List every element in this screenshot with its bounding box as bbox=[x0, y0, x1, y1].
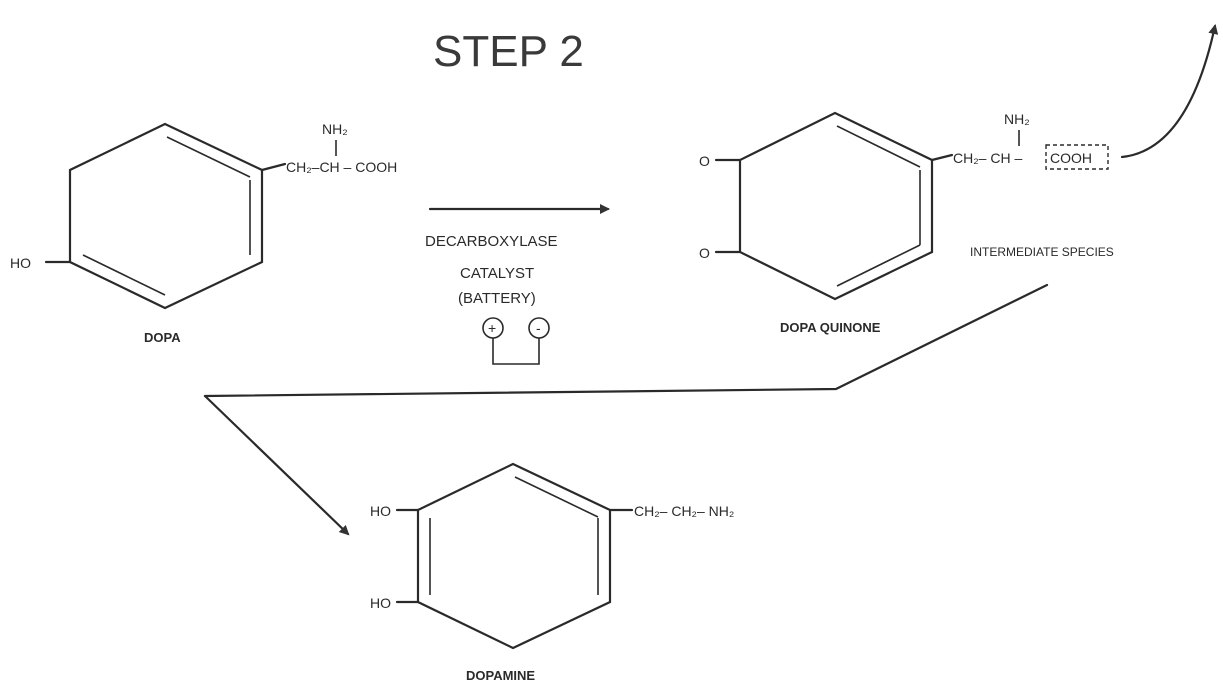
reaction-step: DECARBOXYLASE CATALYST (BATTERY) + - bbox=[425, 204, 610, 365]
dopa-side-bond bbox=[260, 162, 287, 172]
dopamine-inner-bond bbox=[514, 476, 599, 518]
dopa-amine: NH₂ bbox=[322, 121, 348, 137]
dopa-inner-bond bbox=[166, 136, 251, 178]
battery-icon: + - bbox=[482, 317, 550, 365]
quinone-oxygen-top: O bbox=[699, 153, 710, 169]
dopamine-hydroxyl-top: HO bbox=[370, 503, 391, 519]
dopamine-benzene-ring bbox=[416, 462, 612, 650]
pathway-line bbox=[203, 283, 1049, 398]
diagram-title: STEP 2 bbox=[433, 27, 584, 76]
quinone-oxygen-bottom: O bbox=[699, 245, 710, 261]
quinone-label: DOPA QUINONE bbox=[780, 320, 881, 335]
dopamine-molecule: HO HO CH₂– CH₂– NH₂ DOPAMINE bbox=[370, 462, 734, 683]
dopamine-label: DOPAMINE bbox=[466, 668, 535, 683]
quinone-side-bond bbox=[930, 153, 954, 162]
dopa-side-chain: CH₂–CH – COOH bbox=[286, 159, 397, 175]
dopa-inner-bond bbox=[82, 254, 166, 296]
battery-circuit-wire bbox=[492, 338, 540, 365]
quinone-carboxyl: COOH bbox=[1050, 150, 1092, 166]
dopamine-hydroxyl-bottom: HO bbox=[370, 595, 391, 611]
decarboxylation-arrow bbox=[1120, 24, 1219, 159]
pathway-arrow bbox=[203, 394, 350, 536]
catalyst-sub-label: (BATTERY) bbox=[458, 290, 536, 307]
quinone-amine: NH₂ bbox=[1004, 111, 1030, 127]
battery-plus-sign: + bbox=[488, 320, 496, 336]
quinone-inner-bond bbox=[836, 244, 921, 287]
dopa-benzene-ring bbox=[68, 122, 264, 310]
catalyst-label: CATALYST bbox=[460, 265, 534, 282]
enzyme-label: DECARBOXYLASE bbox=[425, 233, 558, 250]
dopa-quinone-molecule: O O NH₂ CH₂– CH – COOH DOPA QUINONE INTE… bbox=[699, 111, 1114, 335]
carboxyl-highlight-box bbox=[1045, 144, 1109, 170]
battery-minus-sign: - bbox=[536, 320, 541, 336]
intermediate-species-label: INTERMEDIATE SPECIES bbox=[970, 245, 1114, 259]
quinone-side-chain: CH₂– CH – bbox=[953, 150, 1022, 166]
dopa-hydroxyl: HO bbox=[10, 255, 31, 271]
dopamine-side-chain: CH₂– CH₂– NH₂ bbox=[634, 503, 734, 519]
quinone-inner-bond bbox=[836, 125, 921, 168]
quinone-benzene-ring bbox=[738, 111, 934, 301]
dopa-label: DOPA bbox=[144, 330, 181, 345]
dopa-molecule: NH₂ CH₂–CH – COOH HO DOPA bbox=[10, 121, 397, 345]
